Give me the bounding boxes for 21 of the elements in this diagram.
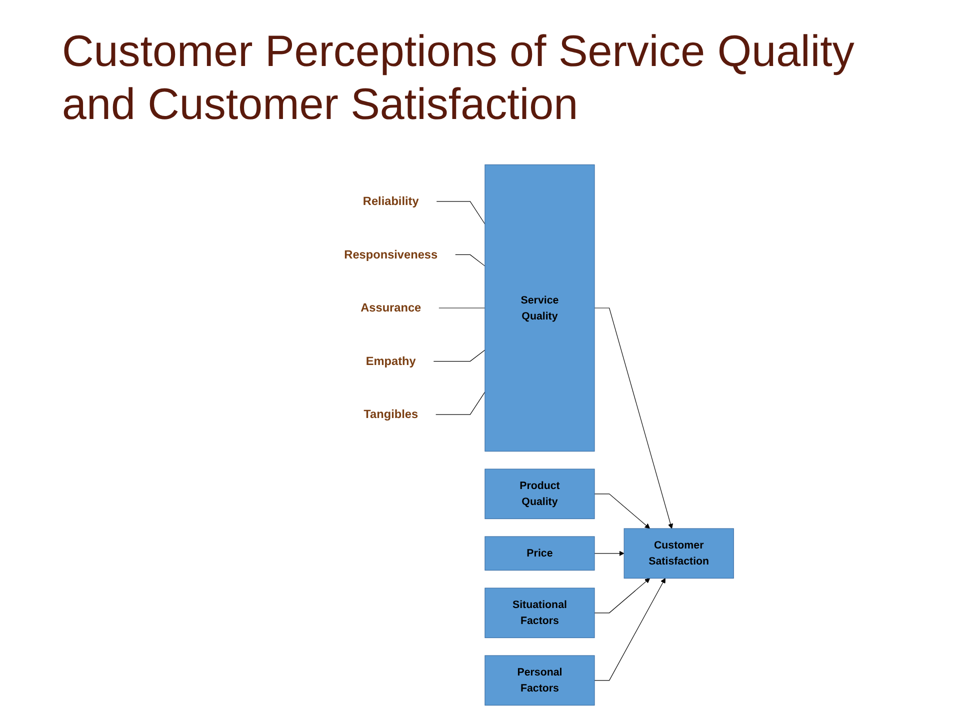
node-box: Price	[484, 536, 595, 571]
node-text: Empathy	[366, 354, 416, 368]
connector	[436, 201, 486, 224]
node-text: Reliability	[362, 194, 419, 208]
connector	[433, 350, 486, 362]
arrow	[594, 578, 666, 681]
slide-title: Customer Perceptions of Service Quality and Customer Satisfaction	[62, 26, 856, 131]
arrow	[594, 550, 624, 556]
node-text: Responsiveness	[344, 248, 438, 262]
node-box: Product Quality	[484, 468, 595, 520]
arrow	[594, 308, 674, 529]
arrow	[594, 578, 650, 614]
node-box: Service Quality	[484, 164, 595, 452]
node-text: Assurance	[360, 301, 422, 315]
connector	[436, 392, 486, 415]
node-box: Situational Factors	[484, 588, 595, 638]
node-box: Customer Satisfaction	[624, 528, 734, 579]
node-box: Personal Factors	[484, 655, 595, 706]
connector	[455, 254, 486, 266]
arrow	[594, 494, 650, 529]
node-text: Tangibles	[364, 408, 418, 422]
